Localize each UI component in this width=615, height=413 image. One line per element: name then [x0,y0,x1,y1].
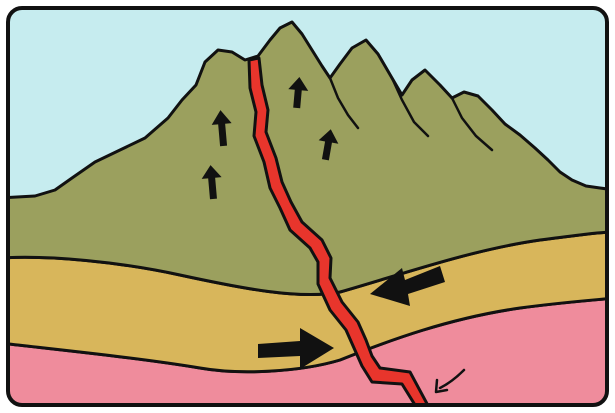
fold-mountain-diagram [0,0,615,413]
